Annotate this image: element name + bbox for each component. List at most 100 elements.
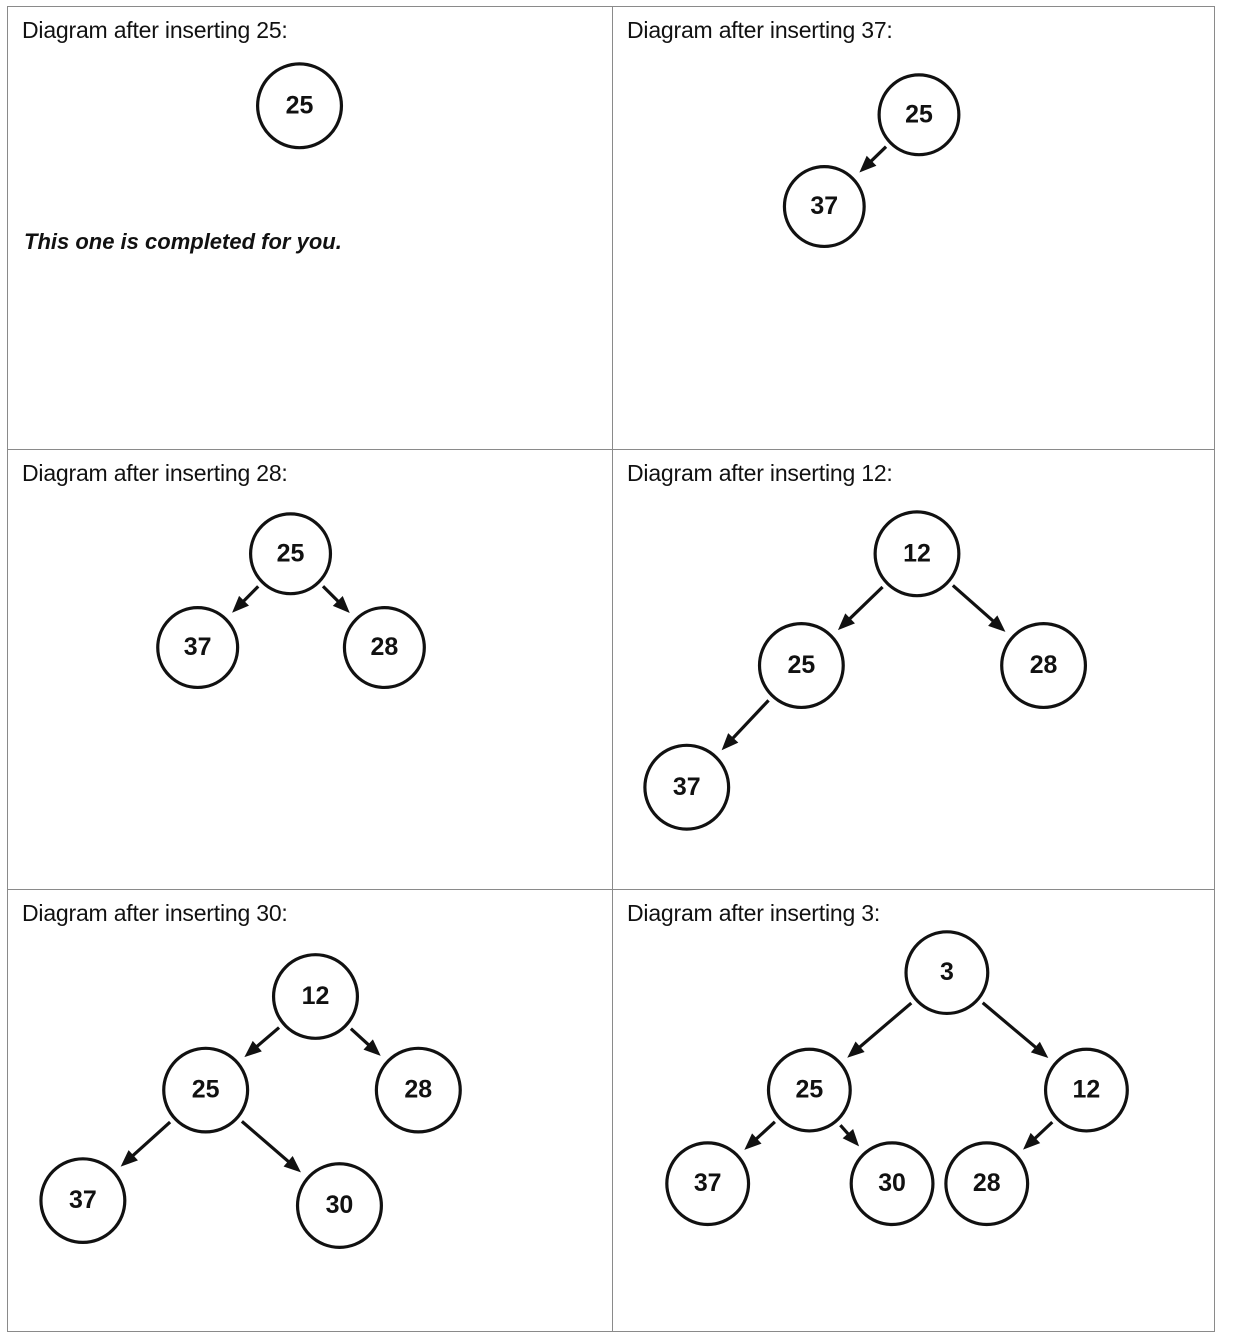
tree-edge (321, 585, 350, 613)
cell-insert-37: Diagram after inserting 37: 25 37 (613, 7, 1214, 450)
edge-arrowhead (283, 1155, 301, 1173)
tree-edge (839, 1124, 860, 1147)
tree-node: 12 (873, 510, 961, 598)
tree-edge (859, 145, 888, 173)
tree-node: 25 (757, 622, 845, 710)
edge-arrowhead (363, 1039, 381, 1056)
node-circle (665, 1141, 751, 1227)
edge-shaft (729, 699, 770, 743)
node-value-label: 12 (1073, 1076, 1101, 1104)
node-circle (162, 1046, 250, 1134)
edge-arrowhead (842, 1129, 860, 1147)
edge-arrowhead (1023, 1132, 1041, 1150)
tree-edge (847, 1001, 913, 1058)
node-value-label: 28 (404, 1076, 432, 1104)
edge-arrowhead (244, 1040, 262, 1058)
tree-node: 28 (374, 1046, 462, 1134)
node-value-label: 37 (810, 192, 838, 220)
node-value-label: 37 (694, 1169, 722, 1197)
cell-insert-3: Diagram after inserting 3: 3 25 12 37 30 28 (613, 890, 1214, 1331)
node-circle (1043, 1047, 1129, 1133)
node-circle (342, 606, 426, 690)
node-circle (766, 1047, 852, 1133)
edge-shaft (752, 1120, 776, 1143)
edge-shaft (129, 1120, 172, 1160)
tree-node: 37 (665, 1141, 751, 1227)
edge-arrowhead (332, 596, 350, 613)
edge-arrowhead (744, 1133, 762, 1150)
edge-shaft (981, 1001, 1040, 1052)
tree-edge (951, 584, 1006, 632)
tree-edge (981, 1001, 1049, 1059)
cell-title: Diagram after inserting 28: (22, 460, 288, 486)
node-circle (156, 606, 240, 690)
node-value-label: 28 (1030, 651, 1058, 679)
tree-node: 28 (944, 1141, 1030, 1227)
cell-insert-28: Diagram after inserting 28: 25 37 28 (8, 450, 613, 890)
tree-edge (240, 1120, 301, 1173)
edge-arrowhead (988, 615, 1006, 632)
node-circle (877, 73, 961, 157)
node-value-label: 30 (878, 1169, 906, 1197)
edge-arrowhead (837, 613, 855, 631)
edge-shaft (855, 1001, 913, 1051)
node-value-label: 3 (940, 958, 954, 986)
tree-node: 12 (1043, 1047, 1129, 1133)
node-value-label: 28 (370, 633, 398, 661)
edge-arrowhead (859, 155, 877, 173)
edge-shaft (349, 1027, 373, 1049)
tree-edge (837, 585, 884, 631)
tree-node: 30 (849, 1141, 935, 1227)
cell-title: Diagram after inserting 30: (22, 900, 288, 926)
node-circle (643, 743, 731, 831)
node-circle (1000, 622, 1088, 710)
node-circle (249, 512, 333, 596)
edge-arrowhead (847, 1041, 865, 1058)
cell-title: Diagram after inserting 25: (22, 17, 288, 43)
node-value-label: 25 (286, 91, 314, 119)
node-circle (944, 1141, 1030, 1227)
edge-arrowhead (721, 733, 739, 751)
node-circle (904, 930, 990, 1016)
tree-edge (349, 1027, 381, 1056)
node-value-label: 25 (277, 539, 305, 567)
tree-diagram: 25 37 28 (156, 512, 426, 690)
edge-shaft (1031, 1120, 1054, 1143)
tree-node: 3 (904, 930, 990, 1016)
node-value-label: 28 (973, 1169, 1001, 1197)
tree-diagram: 25 37 (782, 73, 961, 249)
tree-diagram: 25 (255, 62, 344, 150)
node-value-label: 37 (69, 1186, 97, 1214)
edge-shaft (951, 584, 997, 625)
node-circle (255, 62, 344, 150)
node-value-label: 37 (184, 633, 212, 661)
diagram-grid: Diagram after inserting 25: 25 This one … (8, 7, 1214, 1331)
tree-node: 25 (162, 1046, 250, 1134)
tree-node: 28 (342, 606, 426, 690)
tree-node: 37 (156, 606, 240, 690)
node-value-label: 25 (788, 651, 816, 679)
node-value-label: 25 (795, 1076, 823, 1104)
node-circle (295, 1162, 383, 1249)
node-circle (39, 1157, 127, 1244)
tree-node: 25 (877, 73, 961, 157)
tree-diagram: 3 25 12 37 30 28 (665, 930, 1129, 1227)
edge-shaft (845, 585, 884, 623)
edge-shaft (253, 1026, 281, 1051)
tree-edge (1023, 1120, 1054, 1150)
edge-arrowhead (120, 1150, 138, 1167)
edge-arrowhead (232, 595, 249, 613)
tree-edge (744, 1120, 776, 1150)
node-circle (782, 165, 866, 249)
node-circle (271, 953, 360, 1040)
cell-insert-25: Diagram after inserting 25: 25 This one … (8, 7, 613, 450)
cell-title: Diagram after inserting 3: (627, 900, 881, 926)
tree-edge (232, 585, 260, 613)
tree-node: 25 (255, 62, 344, 150)
cell-title: Diagram after inserting 37: (627, 17, 893, 43)
node-circle (849, 1141, 935, 1227)
